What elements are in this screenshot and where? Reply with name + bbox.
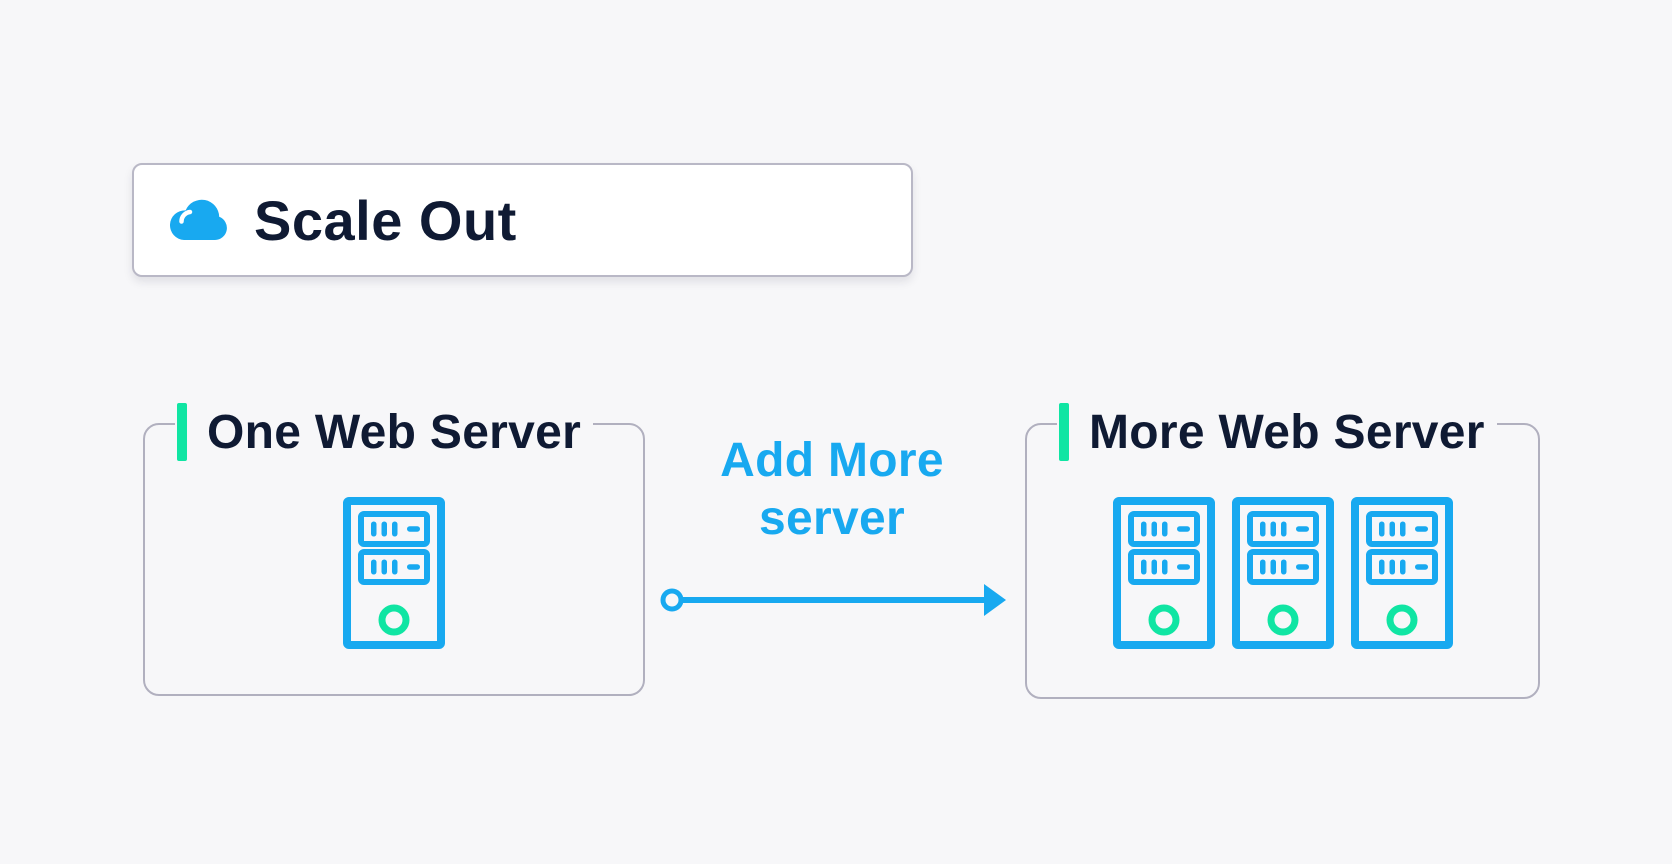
server-group bbox=[1027, 497, 1538, 649]
card-header-left: One Web Server bbox=[175, 403, 594, 461]
arrow-label: Add More server bbox=[652, 432, 1012, 548]
one-web-server-card: One Web Server bbox=[143, 403, 645, 696]
card-header-right: More Web Server bbox=[1057, 403, 1497, 461]
card-title-label: One Web Server bbox=[207, 405, 582, 459]
server-icon bbox=[1350, 497, 1453, 649]
green-accent-bar bbox=[177, 403, 187, 461]
server-icon bbox=[1112, 497, 1215, 649]
arrow-connector bbox=[660, 584, 1006, 616]
green-accent-bar bbox=[1059, 403, 1069, 461]
arrow-head bbox=[984, 584, 1006, 616]
server-group bbox=[145, 497, 643, 649]
server-icon bbox=[343, 497, 445, 649]
page-title: Scale Out bbox=[254, 188, 517, 252]
arrow-label-line2: server bbox=[759, 492, 905, 545]
more-web-server-card: More Web Server bbox=[1025, 403, 1540, 699]
arrow-label-line1: Add More bbox=[720, 434, 944, 487]
cloud-icon bbox=[170, 199, 227, 240]
server-icon bbox=[1231, 497, 1334, 649]
title-card: Scale Out bbox=[132, 163, 913, 277]
arrow-start-dot bbox=[660, 588, 684, 612]
card-title-label: More Web Server bbox=[1089, 405, 1485, 459]
